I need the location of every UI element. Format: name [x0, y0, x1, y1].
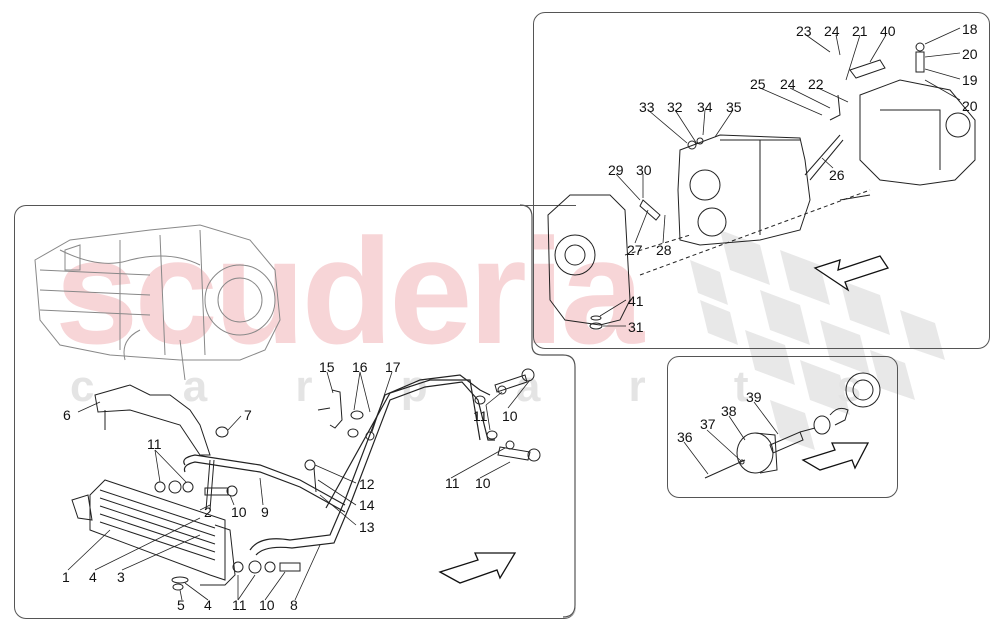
- callout-15: 15: [319, 359, 335, 375]
- callout-26: 26: [829, 167, 845, 183]
- callout-10b: 10: [231, 504, 247, 520]
- callout-39: 39: [746, 389, 762, 405]
- callout-11c: 11: [445, 475, 460, 491]
- callout-29: 29: [608, 162, 624, 178]
- callout-33: 33: [639, 99, 655, 115]
- callout-41: 41: [628, 293, 644, 309]
- callout-20b: 20: [962, 98, 978, 114]
- callout-4a: 4: [89, 569, 97, 585]
- callout-9: 9: [261, 504, 269, 520]
- callout-34: 34: [697, 99, 713, 115]
- panel-gearbox-housing: [533, 12, 990, 349]
- callout-4b: 4: [204, 597, 212, 613]
- callout-3: 3: [117, 569, 125, 585]
- callout-12: 12: [359, 476, 375, 492]
- callout-22: 22: [808, 76, 824, 92]
- callout-14: 14: [359, 497, 375, 513]
- callout-38: 38: [721, 403, 737, 419]
- callout-2: 2: [204, 504, 212, 520]
- callout-10d: 10: [259, 597, 275, 613]
- callout-36: 36: [677, 429, 693, 445]
- callout-24: 24: [824, 23, 840, 39]
- callout-40: 40: [880, 23, 896, 39]
- panel-oil-cooler: [14, 205, 576, 619]
- callout-17: 17: [385, 359, 401, 375]
- callout-5: 5: [177, 597, 185, 613]
- callout-16: 16: [352, 359, 368, 375]
- callout-18: 18: [962, 21, 978, 37]
- callout-30: 30: [636, 162, 652, 178]
- watermark-text: scuderia: [55, 207, 644, 375]
- callout-20a: 20: [962, 46, 978, 62]
- callout-10a: 10: [502, 408, 518, 424]
- callout-23: 23: [796, 23, 812, 39]
- callout-31: 31: [628, 319, 644, 335]
- callout-35: 35: [726, 99, 742, 115]
- direction-arrow-up-right-cooler: [438, 552, 517, 584]
- callout-11d: 11: [232, 597, 247, 613]
- callout-32: 32: [667, 99, 683, 115]
- callout-1: 1: [62, 569, 70, 585]
- callout-27: 27: [627, 242, 643, 258]
- callout-10c: 10: [475, 475, 491, 491]
- callout-7: 7: [244, 407, 252, 423]
- callout-21: 21: [852, 23, 868, 39]
- callout-11a: 11: [147, 436, 162, 452]
- direction-arrow-up-right-pump: [801, 442, 870, 471]
- callout-6: 6: [63, 407, 71, 423]
- callout-28: 28: [656, 242, 672, 258]
- callout-25: 25: [750, 76, 766, 92]
- panel-oil-pump: [667, 356, 898, 498]
- callout-11b: 11: [473, 408, 488, 424]
- callout-13: 13: [359, 519, 375, 535]
- callout-37: 37: [700, 416, 716, 432]
- direction-arrow-down-left: [813, 255, 890, 292]
- callout-8: 8: [290, 597, 298, 613]
- callout-19: 19: [962, 72, 978, 88]
- callout-24b: 24: [780, 76, 796, 92]
